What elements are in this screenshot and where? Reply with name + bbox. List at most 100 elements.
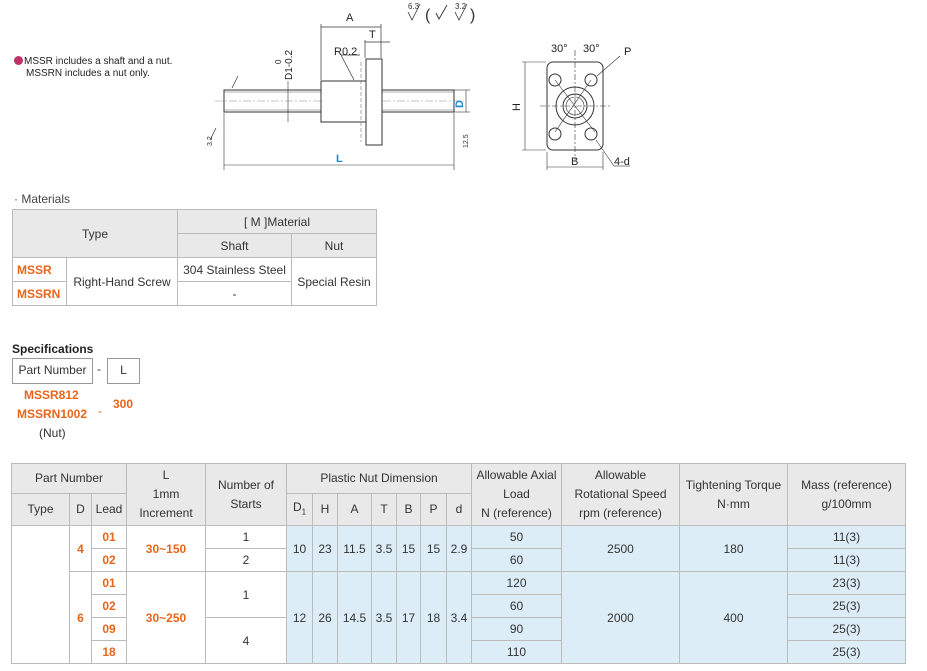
h-d: d: [446, 493, 472, 526]
g2-load-2: 60: [471, 594, 562, 618]
g1-H: 23: [312, 525, 338, 572]
g2-load-4: 110: [471, 640, 562, 664]
part-number-box: Part Number: [12, 358, 93, 384]
dim-P: P: [624, 46, 631, 58]
g1-A: 11.5: [337, 525, 372, 572]
g1-T: 3.5: [371, 525, 397, 572]
g1-lead-1: 01: [91, 525, 127, 549]
technical-drawing: 6.3 ( 3.2 ) A T R0.2 D1-0.2 0 D: [207, 2, 631, 170]
g1-mass-1: 11(3): [787, 525, 906, 549]
h-lead: Lead: [91, 493, 127, 526]
g2-mass-2: 25(3): [787, 594, 906, 618]
h-type: Type: [11, 493, 70, 526]
dim-T: T: [369, 29, 376, 41]
g2-d: 3.4: [446, 571, 472, 664]
dim-A: A: [346, 12, 354, 24]
example-code-2: MSSRN1002: [17, 407, 88, 421]
g2-D1: 12: [286, 571, 313, 664]
dim-4d: 4-d: [614, 156, 630, 168]
angle-left: 30°: [551, 43, 568, 55]
note-line-2: MSSRN includes a nut only.: [26, 68, 150, 79]
g1-load-2: 60: [471, 548, 562, 572]
g2-load-3: 90: [471, 617, 562, 641]
h-H: H: [312, 493, 338, 526]
g1-d: 2.9: [446, 525, 472, 572]
g1-D1: 10: [286, 525, 313, 572]
h-P: P: [420, 493, 447, 526]
g1-load-1: 50: [471, 525, 562, 549]
h-plastic: Plastic Nut Dimension: [286, 463, 472, 494]
g2-lead-2: 02: [91, 594, 127, 618]
dim-D: D: [454, 100, 466, 108]
product-note: MSSR includes a shaft and a nut. MSSRN i…: [14, 56, 172, 80]
part-number-dash: -: [97, 362, 101, 376]
materials-table: Type [ M ]Material Shaft Nut MSSR Right-…: [12, 209, 377, 306]
g2-mass-3: 25(3): [787, 617, 906, 641]
specifications-title: Specifications: [12, 342, 94, 356]
dim-B: B: [571, 156, 578, 168]
h-T: T: [371, 493, 397, 526]
g2-H: 26: [312, 571, 338, 664]
g1-speed: 2500: [561, 525, 680, 572]
g2-lead-3: 09: [91, 617, 127, 641]
dim-R: R0.2: [334, 46, 357, 58]
g2-A: 14.5: [337, 571, 372, 664]
g2-starts-a: 1: [205, 571, 287, 618]
rough-paren-open: (: [425, 7, 431, 24]
dim-D1-tol: 0: [274, 59, 283, 64]
example-dash: -: [98, 404, 102, 418]
h-part-number: Part Number: [11, 463, 127, 494]
g2-B: 17: [396, 571, 421, 664]
rough-main: 6.3: [408, 2, 420, 11]
g1-torque: 180: [679, 525, 788, 572]
example-code-1: MSSR812: [24, 388, 79, 402]
materials-type-value: Right-Hand Screw: [66, 257, 178, 306]
g1-starts-1: 1: [205, 525, 287, 549]
materials-code-mssr: MSSR: [12, 257, 67, 282]
g2-mass-1: 23(3): [787, 571, 906, 595]
angle-right: 30°: [583, 43, 600, 55]
g1-starts-2: 2: [205, 548, 287, 572]
h-B: B: [396, 493, 421, 526]
h-mass: Mass (reference)g/100mm: [787, 463, 906, 526]
g1-B: 15: [396, 525, 421, 572]
h-A: A: [337, 493, 372, 526]
g2-starts-b: 4: [205, 617, 287, 664]
note-line-1: MSSR includes a shaft and a nut.: [24, 56, 173, 67]
l-box: L: [107, 358, 140, 384]
g2-speed: 2000: [561, 571, 680, 664]
g2-mass-4: 25(3): [787, 640, 906, 664]
nut-body: [320, 58, 383, 146]
rough-left: 3.2: [207, 136, 214, 146]
g2-load-1: 120: [471, 571, 562, 595]
g1-L: 30~150: [126, 525, 206, 572]
g2-lead-1: 01: [91, 571, 127, 595]
roughness-symbol: [407, 3, 468, 21]
materials-type-header: Type: [12, 209, 178, 258]
materials-nut-value: Special Resin: [291, 257, 377, 306]
example-note: (Nut): [39, 426, 66, 440]
g2-torque: 400: [679, 571, 788, 664]
g1-lead-2: 02: [91, 548, 127, 572]
example-l: 300: [113, 397, 134, 411]
h-D1: D1: [286, 493, 313, 526]
materials-shaft-header: Shaft: [177, 233, 292, 258]
g2-L: 30~250: [126, 571, 206, 664]
rough-paren-close: ): [470, 7, 475, 24]
dim-H: H: [511, 103, 523, 111]
type-cell: [11, 525, 70, 664]
g2-P: 18: [420, 571, 447, 664]
note-icon: [14, 56, 23, 65]
h-D: D: [69, 493, 92, 526]
rough-right: 12.5: [463, 134, 470, 148]
materials-shaft-value-2: -: [177, 281, 292, 306]
materials-shaft-value: 304 Stainless Steel: [177, 257, 292, 282]
materials-code-mssrn: MSSRN: [12, 281, 67, 306]
g2-lead-4: 18: [91, 640, 127, 664]
g1-D: 4: [69, 525, 92, 572]
